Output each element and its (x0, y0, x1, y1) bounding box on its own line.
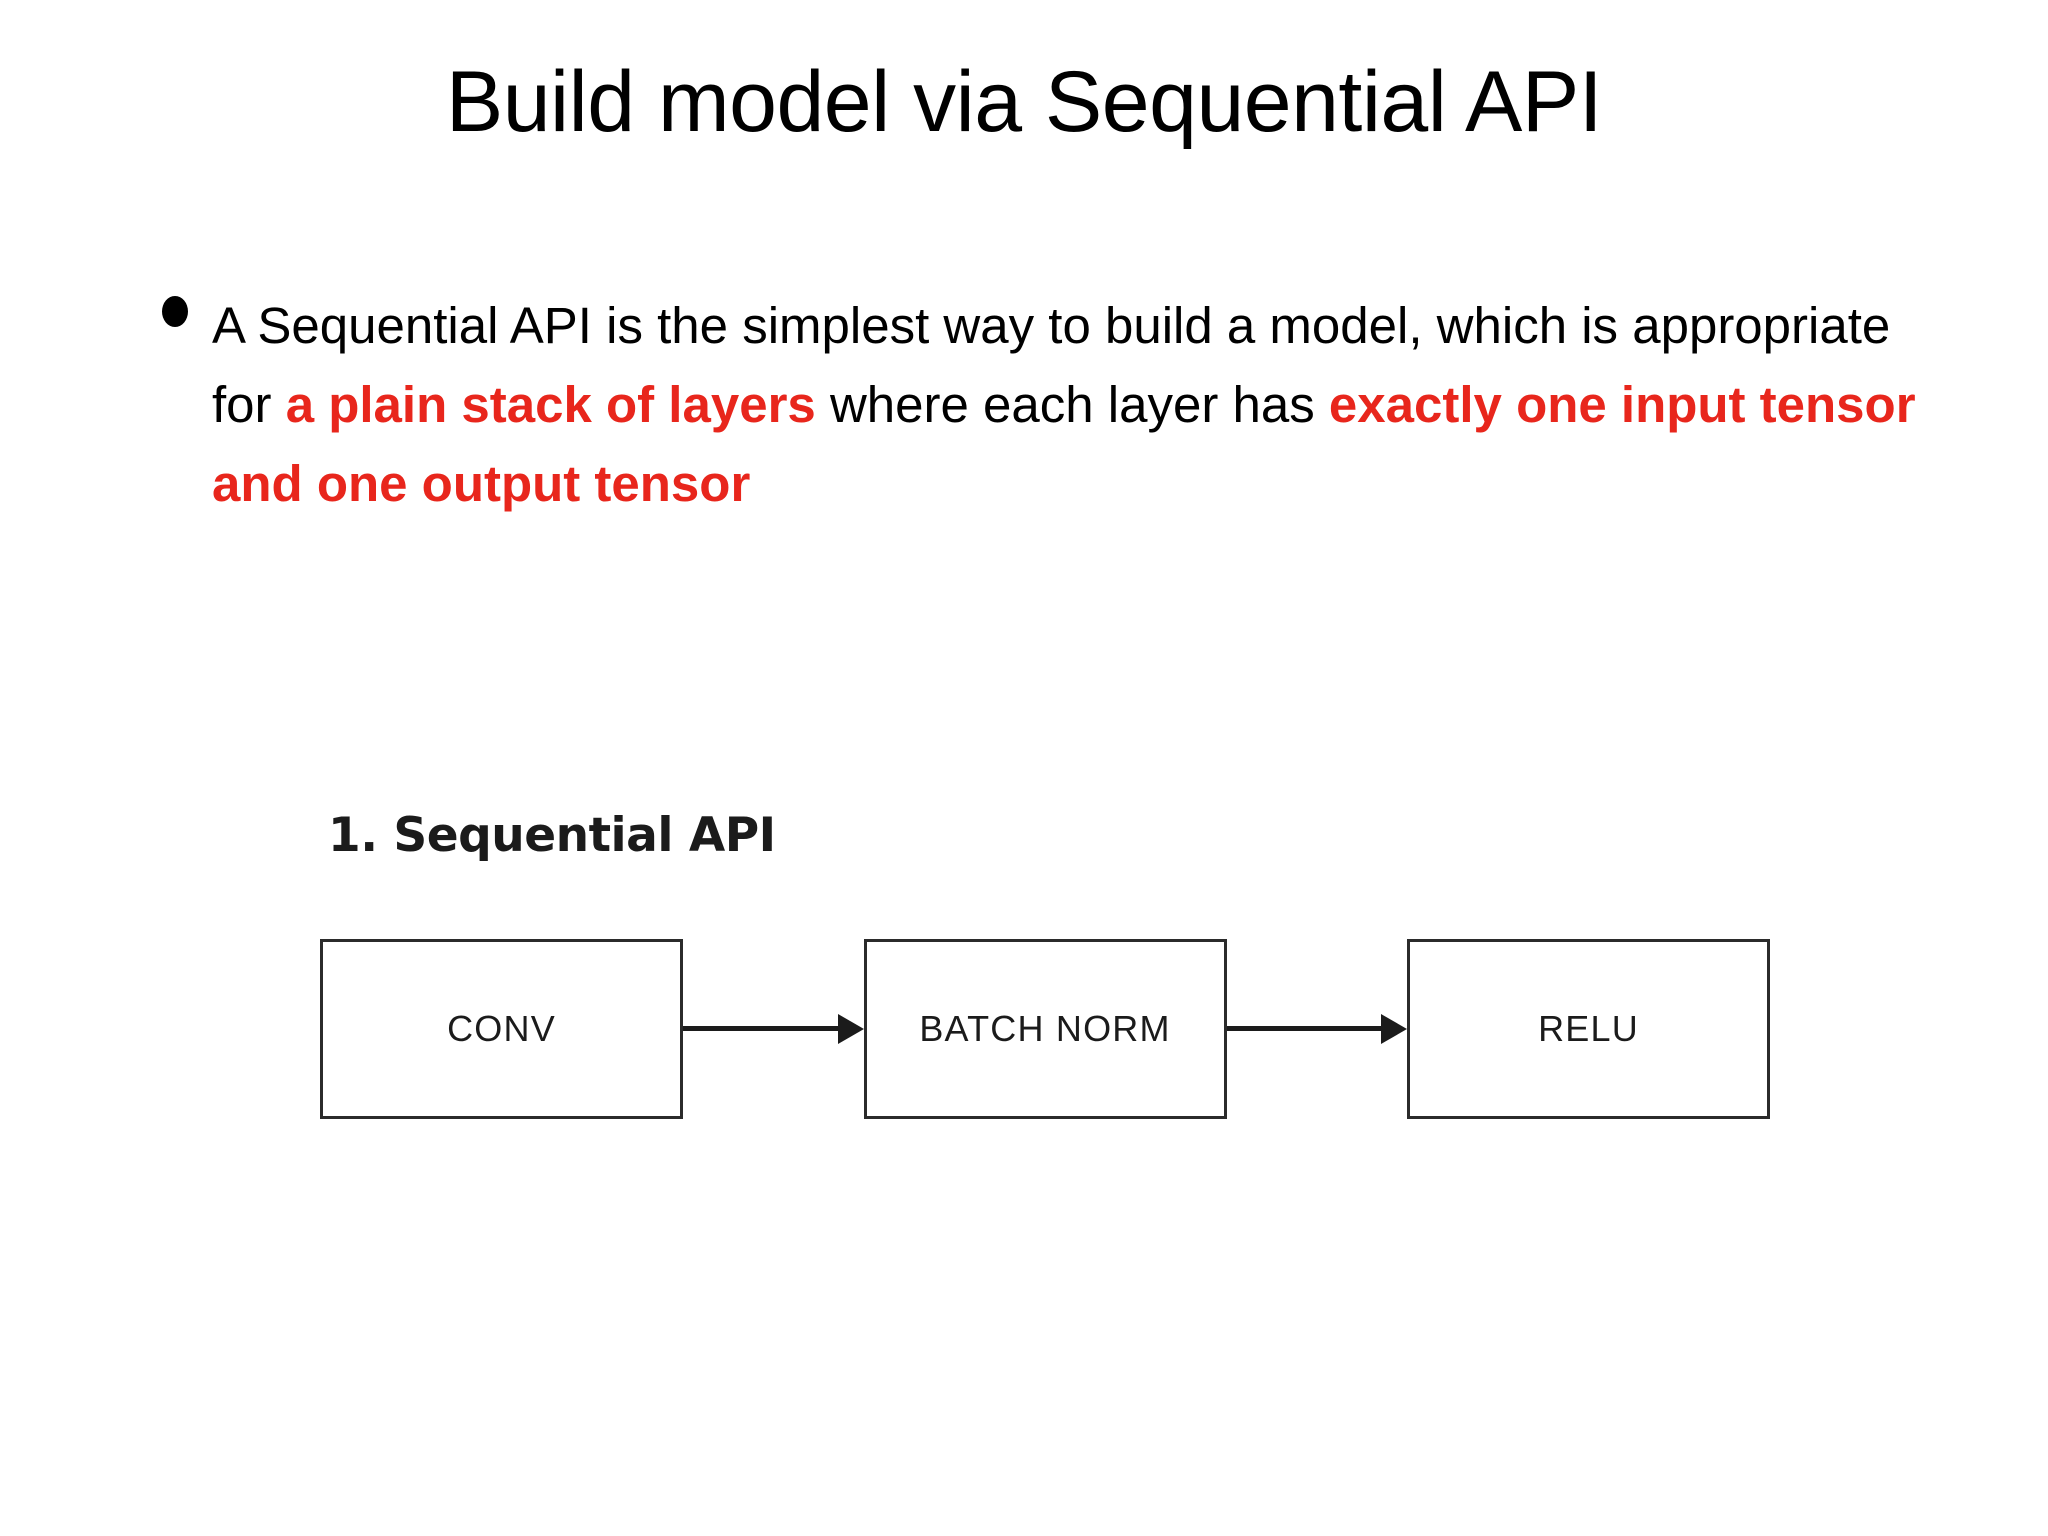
bullet-text: A Sequential API is the simplest way to … (212, 286, 1932, 523)
arrow-head-icon (837, 1013, 864, 1044)
diagram-node-relu: RELU (1407, 938, 1770, 1119)
diagram-flow-row: CONV BATCH NORM RELU (320, 936, 1770, 1121)
bullet-segment-highlight-1: a plain stack of layers (285, 376, 816, 433)
bullet-list: A Sequential API is the simplest way to … (162, 286, 1952, 523)
diagram-heading: 1. Sequential API (328, 808, 776, 863)
diagram-node-batch-norm-label: BATCH NORM (919, 1007, 1171, 1049)
diagram-node-batch-norm: BATCH NORM (863, 938, 1227, 1119)
bullet-segment-plain-1: A Sequential API is the simplest way to … (212, 297, 1891, 433)
bullet-segment-plain-2: where each layer has (815, 376, 1329, 433)
diagram-arrow-conv-to-batch-norm (683, 1013, 864, 1044)
arrow-head-icon (1381, 1013, 1407, 1044)
diagram-arrow-batch-norm-to-relu (1226, 1013, 1407, 1044)
bullet-segment-highlight-2: exactly one input tensor and one output … (212, 376, 1916, 512)
sequential-api-diagram: 1. Sequential API CONV BATCH NORM RELU (320, 808, 1770, 1158)
diagram-node-conv-label: CONV (447, 1007, 556, 1049)
arrow-shaft (1226, 1026, 1385, 1031)
list-item: A Sequential API is the simplest way to … (162, 286, 1952, 523)
page-title: Build model via Sequential API (445, 54, 1603, 150)
arrow-shaft (683, 1026, 842, 1031)
bullet-marker (162, 286, 212, 327)
diagram-node-conv: CONV (320, 938, 683, 1119)
bullet-dot-icon (162, 296, 188, 327)
diagram-node-relu-label: RELU (1538, 1007, 1639, 1049)
